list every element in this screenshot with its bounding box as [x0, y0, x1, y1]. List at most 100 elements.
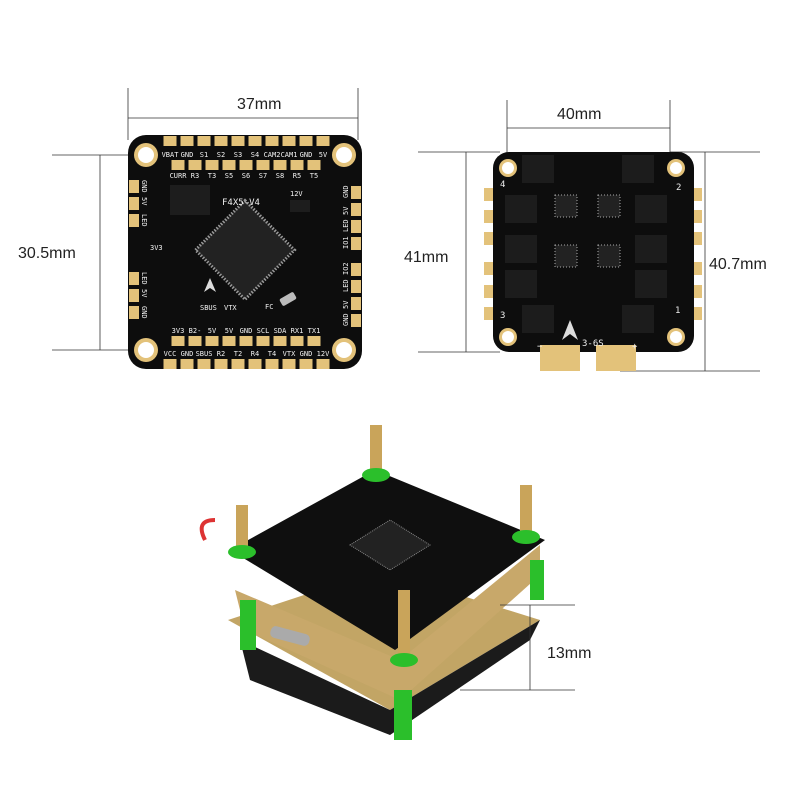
solder-pad	[351, 220, 361, 233]
driver-chip	[554, 244, 578, 268]
pad-label: R4	[251, 350, 259, 358]
pad-label: GND	[140, 306, 148, 319]
esc-width-label: 40mm	[557, 106, 601, 123]
pad-label: CAM2	[264, 151, 281, 159]
pad-label: GND	[342, 185, 350, 198]
motor-3-label: 3	[500, 311, 505, 321]
solder-pad	[299, 359, 313, 369]
solder-pad	[222, 160, 236, 170]
mosfet	[522, 305, 554, 333]
pad-label: 5V	[342, 206, 350, 215]
pad-label: T4	[268, 350, 276, 358]
solder-pad	[197, 359, 211, 369]
solder-pad	[129, 180, 139, 193]
silkscreen-label: SBUS	[200, 304, 217, 312]
fc-pad-shapes	[129, 136, 361, 369]
pad-label: RX1	[291, 327, 304, 335]
silkscreen-label: 3V3	[150, 244, 163, 252]
silkscreen-label: FC	[265, 303, 273, 311]
pad-label: GND	[300, 151, 313, 159]
solder-pad	[188, 336, 202, 346]
solder-pad	[129, 197, 139, 210]
stack-dimension-lines	[460, 604, 575, 691]
pad-label: LED	[140, 214, 148, 227]
motor-1-label: 1	[675, 306, 680, 316]
stack-height-label: 13mm	[547, 645, 591, 662]
pad-label: S1	[200, 151, 208, 159]
pad-label: VCC	[164, 350, 177, 358]
pad-label: T3	[208, 172, 216, 180]
driver-chip	[554, 194, 578, 218]
solder-pad	[316, 359, 330, 369]
solder-pad	[265, 359, 279, 369]
pad-label: S2	[217, 151, 225, 159]
mosfet	[635, 195, 667, 223]
stack-assembly	[199, 425, 545, 740]
pad-label: GND	[240, 327, 253, 335]
mosfet	[622, 305, 654, 333]
silkscreen-label: 12V	[290, 190, 303, 198]
pad-label: LED	[140, 272, 148, 285]
solder-pad	[171, 336, 185, 346]
plus-label: +	[632, 342, 638, 352]
solder-pad	[351, 263, 361, 276]
solder-pad	[256, 160, 270, 170]
esc-board: 3-6S 1 2 3 4 − +	[484, 152, 702, 371]
pad-label: 5V	[342, 300, 350, 309]
pad-label: GND	[300, 350, 313, 358]
pad-label: R5	[293, 172, 301, 180]
pad-label: S6	[242, 172, 250, 180]
esc-height-right-label: 40.7mm	[709, 256, 767, 273]
pad-label: S3	[234, 151, 242, 159]
logo-icon	[562, 320, 578, 340]
pad-label: S7	[259, 172, 267, 180]
mosfet	[505, 270, 537, 298]
battery-pad-positive	[596, 345, 636, 371]
pad-label: GND	[342, 313, 350, 326]
motor-4-label: 4	[500, 180, 505, 190]
solder-pad	[188, 160, 202, 170]
pad-label: GND	[181, 350, 194, 358]
pad-label: SBUS	[196, 350, 213, 358]
pad-label: LED	[342, 279, 350, 292]
pad-label: 5V	[208, 327, 217, 335]
solder-pad	[351, 297, 361, 310]
solder-pad	[351, 186, 361, 199]
esc-voltage-label: 3-6S	[582, 339, 604, 349]
mosfet	[505, 195, 537, 223]
motor-2-label: 2	[676, 183, 681, 193]
pad-label: GND	[140, 180, 148, 193]
solder-pad	[197, 136, 211, 146]
solder-pad	[231, 359, 245, 369]
pad-label: SCL	[257, 327, 270, 335]
mcu-chip	[193, 198, 297, 302]
solder-pad	[129, 306, 139, 319]
solder-pad	[222, 336, 236, 346]
driver-chip	[597, 194, 621, 218]
solder-pad	[265, 136, 279, 146]
pad-label: CAM1	[281, 151, 298, 159]
pad-label: IO1	[342, 236, 350, 249]
solder-pad	[290, 160, 304, 170]
solder-pad	[129, 214, 139, 227]
pad-label: R2	[217, 350, 225, 358]
fc-width-label: 37mm	[237, 96, 281, 113]
solder-pad	[163, 359, 177, 369]
esc-height-left-label: 41mm	[404, 249, 448, 266]
solder-pad	[231, 136, 245, 146]
pad-label: 5V	[225, 327, 234, 335]
pad-label: 5V	[140, 197, 148, 206]
solder-pad	[129, 272, 139, 285]
chip	[170, 185, 210, 215]
mosfet	[635, 270, 667, 298]
driver-chip	[597, 244, 621, 268]
pad-label: S4	[251, 151, 259, 159]
solder-pad	[205, 160, 219, 170]
mosfet	[522, 155, 554, 183]
solder-pad	[214, 359, 228, 369]
solder-pad	[273, 160, 287, 170]
